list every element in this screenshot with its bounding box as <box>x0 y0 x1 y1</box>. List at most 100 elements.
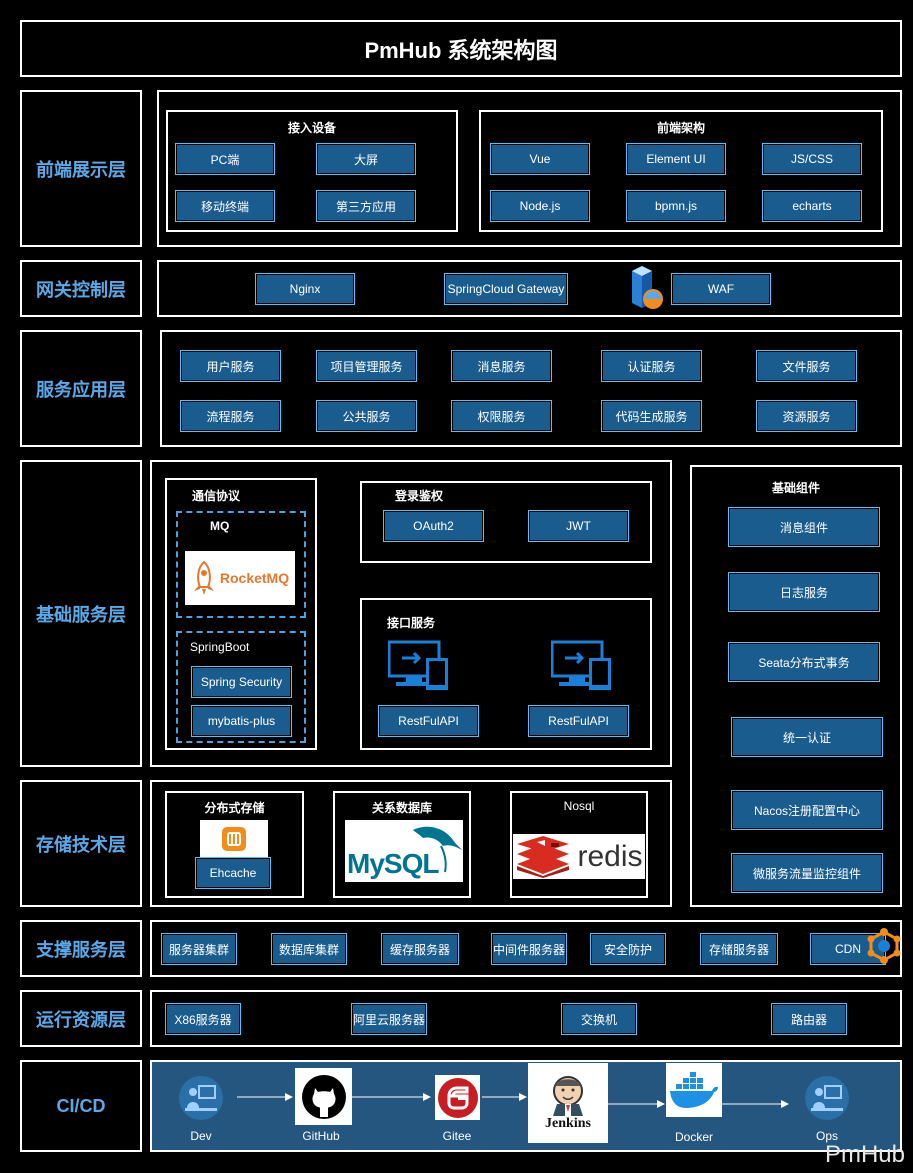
layer-cicd-label: CI/CD <box>56 1095 106 1116</box>
dolphin-icon <box>413 826 462 873</box>
layer-base-label: 基础服务层 <box>36 604 126 625</box>
component-nacos: Nacos注册配置中心 <box>731 790 883 830</box>
support-cache-server: 缓存服务器 <box>381 933 459 965</box>
service-panel <box>160 330 902 447</box>
title-frame <box>20 20 902 77</box>
device-thirdparty: 第三方应用 <box>316 190 416 222</box>
mq-title: MQ <box>210 519 230 533</box>
ops-icon <box>803 1074 851 1122</box>
layer-service-label: 服务应用层 <box>36 379 126 400</box>
device-pc: PC端 <box>175 143 275 175</box>
springboot-group <box>176 631 306 743</box>
gitee-logo <box>435 1075 480 1120</box>
frontend-arch-group <box>479 110 883 232</box>
support-panel <box>150 920 902 977</box>
service-project: 项目管理服务 <box>316 350 417 382</box>
dist-storage-title: 分布式存储 <box>204 801 265 815</box>
layer-runtime-frame <box>20 990 142 1047</box>
ehcache-logo <box>200 820 268 858</box>
arch-nodejs: Node.js <box>490 190 590 222</box>
api-group <box>360 598 652 750</box>
layer-support-frame <box>20 920 142 977</box>
support-server-cluster: 服务器集群 <box>161 933 237 965</box>
auth-group <box>360 481 652 563</box>
layer-gateway-label: 网关控制层 <box>36 279 126 300</box>
arch-jscss: JS/CSS <box>762 143 862 175</box>
component-traffic-monitor: 微服务流量监控组件 <box>731 853 883 893</box>
devices-group <box>166 110 458 232</box>
arch-echarts: echarts <box>762 190 862 222</box>
support-storage-server: 存储服务器 <box>700 933 778 965</box>
redis-stack-icon <box>517 835 570 878</box>
storage-ehcache: Ehcache <box>195 857 271 889</box>
layer-cicd-frame <box>20 1060 142 1152</box>
component-unified-auth: 统一认证 <box>731 717 883 757</box>
cicd-dev: Dev <box>190 1129 212 1143</box>
layer-frontend-frame <box>20 90 142 247</box>
redis-text: redis <box>577 839 643 873</box>
components-title: 基础组件 <box>771 481 820 495</box>
dev-icon <box>177 1074 225 1122</box>
support-middleware-server: 中间件服务器 <box>491 933 567 965</box>
service-auth: 认证服务 <box>601 350 702 382</box>
gateway-nginx: Nginx <box>255 273 355 305</box>
devices-title: 接入设备 <box>287 121 336 135</box>
frontend-panel <box>157 90 902 247</box>
service-resource: 资源服务 <box>756 400 857 432</box>
auth-title: 登录鉴权 <box>395 489 444 503</box>
runtime-x86: X86服务器 <box>165 1003 241 1035</box>
nosql-title: Nosql <box>563 799 595 813</box>
page-title: PmHub 系统架构图 <box>364 37 558 63</box>
cicd-github: GitHub <box>302 1129 340 1143</box>
gateway-panel <box>157 260 902 317</box>
gateway-waf: WAF <box>671 273 771 305</box>
protocol-group <box>165 478 317 750</box>
cicd-docker: Docker <box>674 1130 713 1144</box>
runtime-router: 路由器 <box>771 1003 847 1035</box>
protocol-title: 通信协议 <box>192 489 241 503</box>
service-file: 文件服务 <box>756 350 857 382</box>
api-title: 接口服务 <box>387 616 436 630</box>
service-common: 公共服务 <box>316 400 417 432</box>
springboot-title: SpringBoot <box>190 640 250 654</box>
component-log: 日志服务 <box>728 572 880 612</box>
layer-gateway-frame <box>20 260 142 317</box>
watermark: PmHub <box>824 1141 905 1168</box>
cicd-gitee: Gitee <box>442 1129 472 1143</box>
nosql-group <box>510 791 648 898</box>
support-db-cluster: 数据库集群 <box>271 933 347 965</box>
mybatis-plus: mybatis-plus <box>191 705 292 737</box>
github-octocat-icon <box>301 1074 346 1119</box>
service-message: 消息服务 <box>451 350 552 382</box>
service-workflow: 流程服务 <box>180 400 281 432</box>
arch-vue: Vue <box>490 143 590 175</box>
arch-elementui: Element UI <box>626 143 726 175</box>
cicd-panel <box>150 1060 902 1152</box>
restful-api-2: RestFulAPI <box>528 705 629 737</box>
firewall-server-icon <box>626 265 666 311</box>
frontend-arch-title: 前端架构 <box>656 121 705 135</box>
components-panel <box>690 465 902 907</box>
dist-storage-group <box>165 791 304 898</box>
rocket-icon <box>193 560 214 595</box>
layer-support-label: 支撑服务层 <box>36 939 126 960</box>
layer-service-frame <box>20 330 142 447</box>
rdb-title: 关系数据库 <box>371 801 432 815</box>
mysql-text: MySQL <box>347 848 439 879</box>
runtime-switch: 交换机 <box>561 1003 637 1035</box>
gateway-springcloud: SpringCloud Gateway <box>444 273 568 305</box>
rocketmq-logo: RocketMQ <box>185 551 295 605</box>
service-codegen: 代码生成服务 <box>601 400 702 432</box>
gitee-icon <box>437 1077 478 1118</box>
jenkins-logo: Jenkins <box>528 1063 608 1143</box>
mysql-logo: MySQL <box>345 820 463 882</box>
github-logo <box>295 1068 352 1125</box>
jenkins-text: Jenkins <box>545 1116 591 1131</box>
runtime-panel <box>150 990 902 1047</box>
arch-bpmnjs: bpmn.js <box>626 190 726 222</box>
docker-whale-icon <box>670 1072 718 1108</box>
storage-panel <box>150 780 672 907</box>
mq-group <box>176 511 306 618</box>
rocketmq-text: RocketMQ <box>219 570 290 586</box>
